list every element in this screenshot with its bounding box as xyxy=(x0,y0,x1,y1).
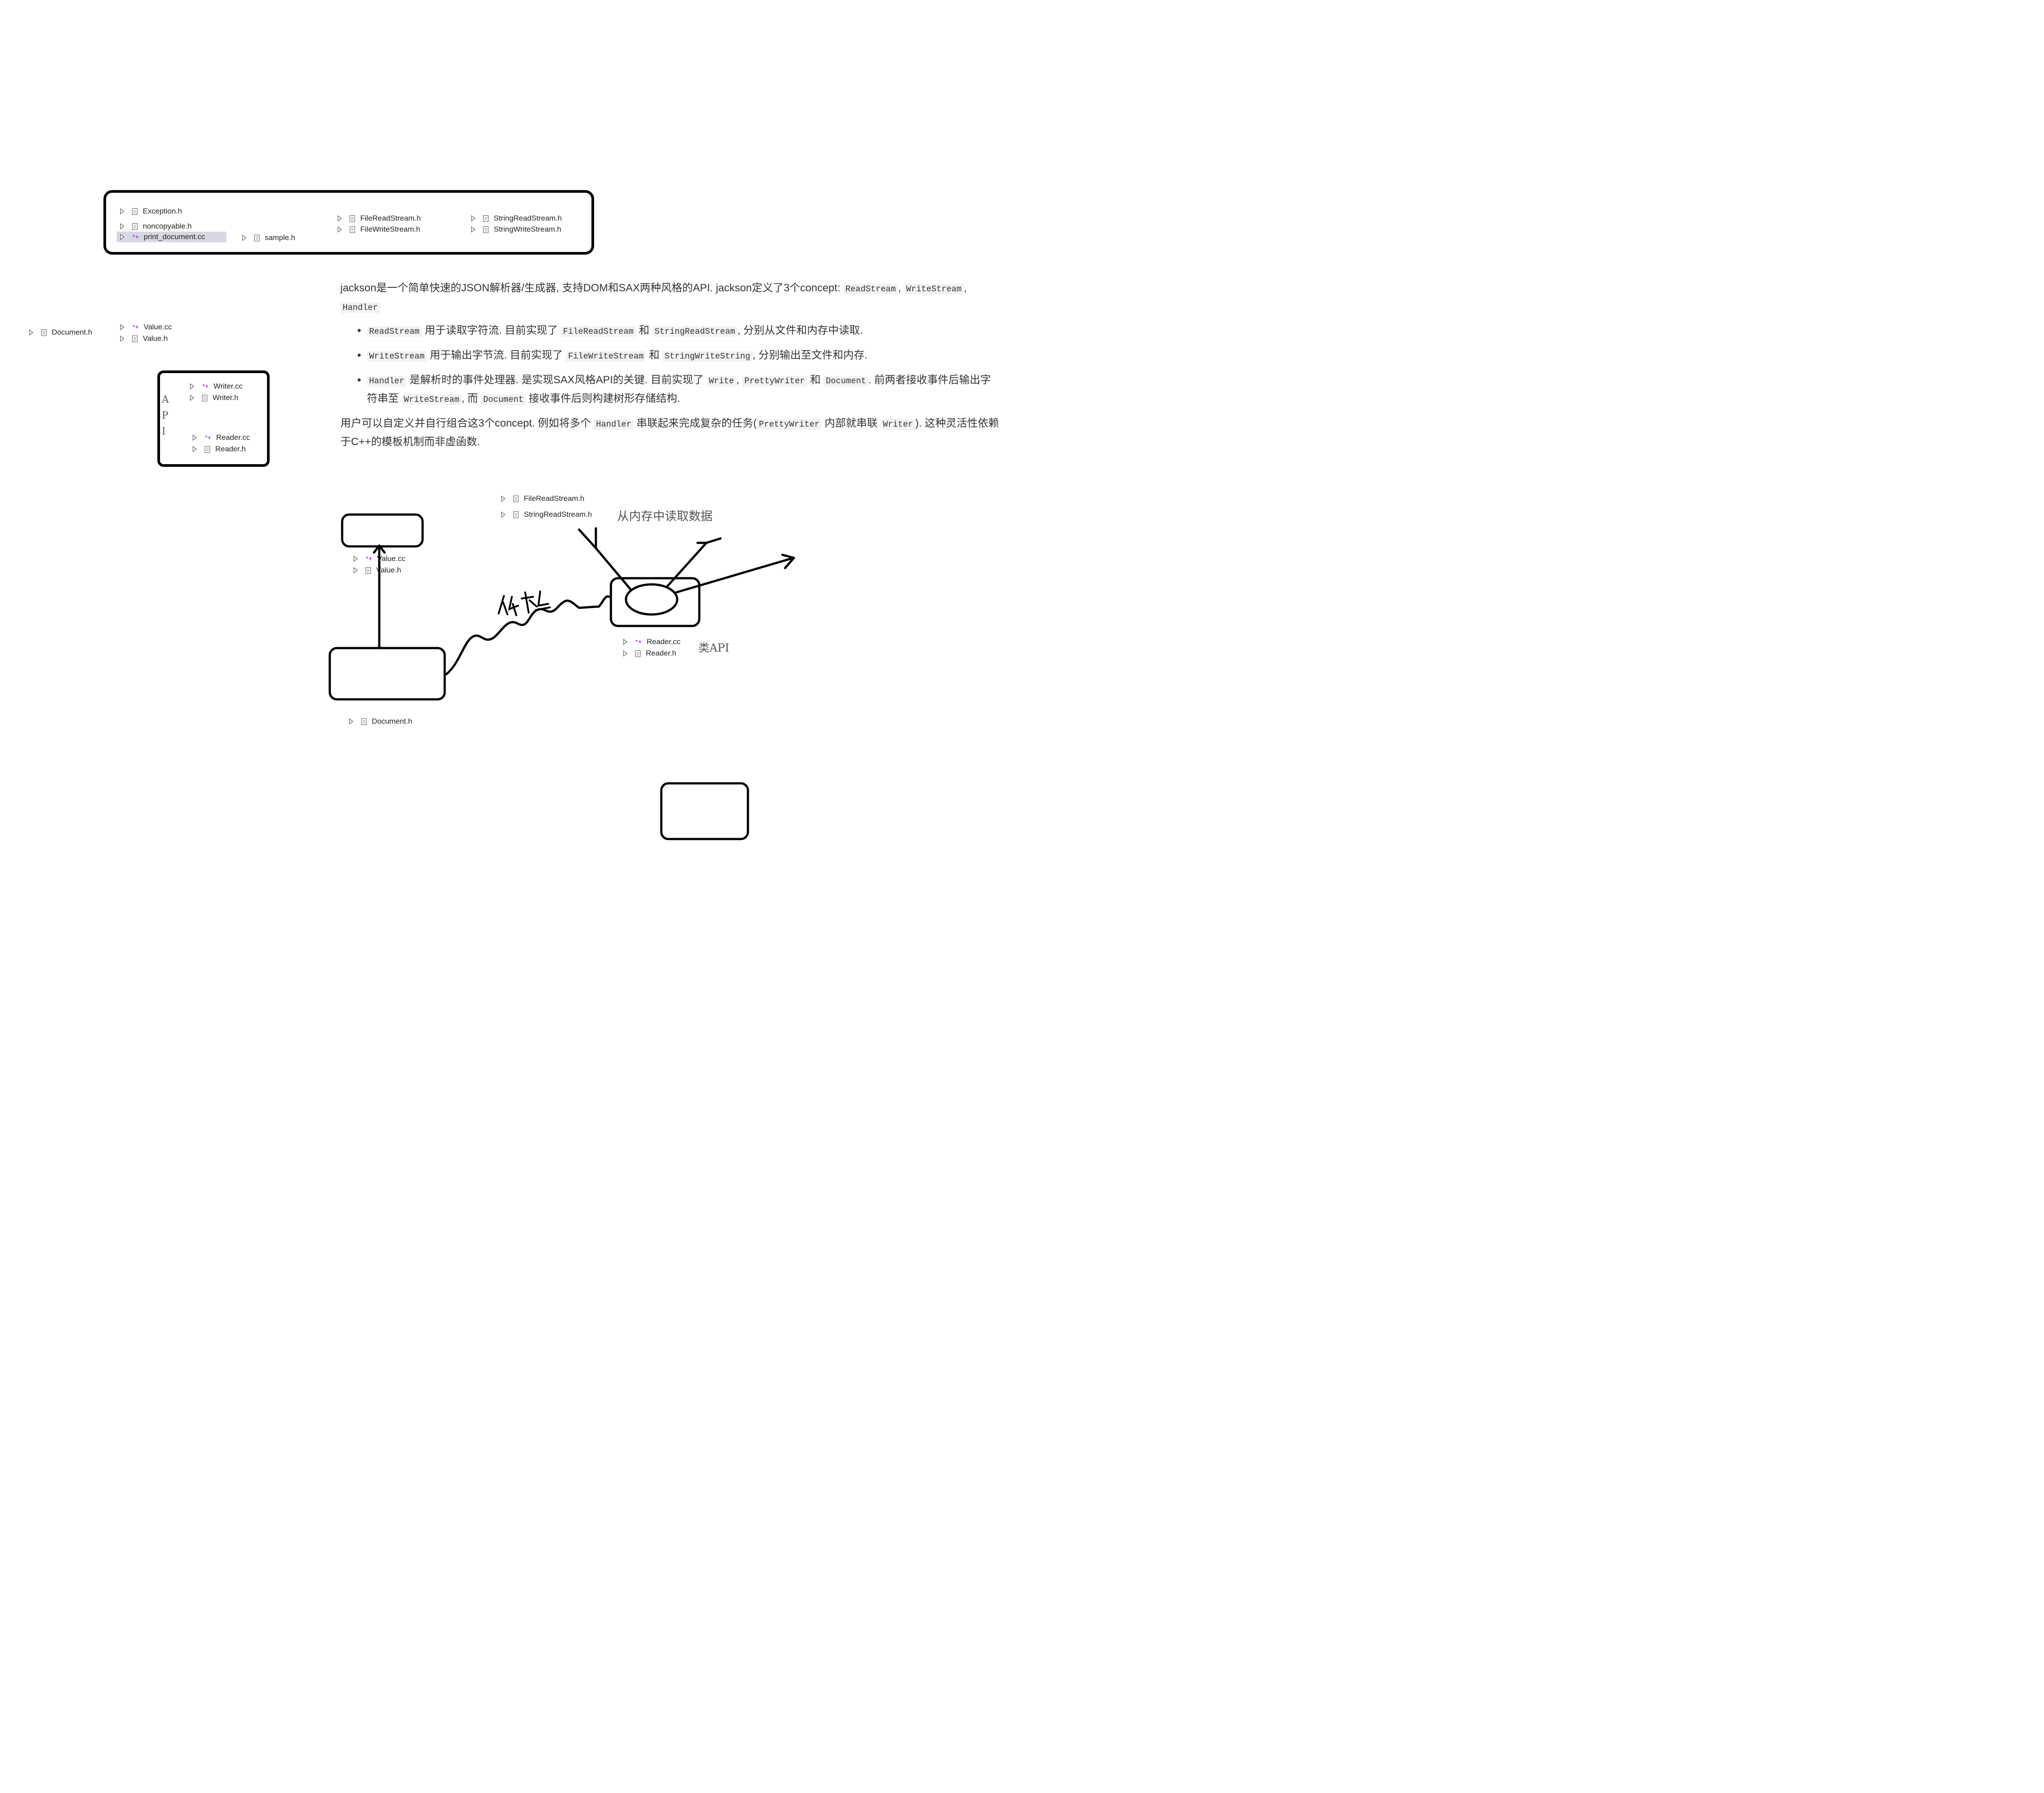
api-label-a: A xyxy=(162,394,169,405)
doc-intro: jackson是一个简单快速的JSON解析器/生成器, 支持DOM和SAX两种风… xyxy=(340,282,967,313)
file-stringreadstream-h[interactable]: StringReadStream.h xyxy=(471,214,562,223)
expand-arrow-icon[interactable] xyxy=(193,446,197,452)
file-value-h[interactable]: Value.h xyxy=(120,334,168,343)
file-icon xyxy=(366,567,371,574)
expand-arrow-icon[interactable] xyxy=(471,215,475,221)
file-icon xyxy=(254,234,259,241)
file-value-cc-diagram[interactable]: ⁺+Value.cc xyxy=(354,554,405,563)
doc-paragraph-2: 用户可以自定义并自行组合这3个concept. 例如将多个 Handler 串联… xyxy=(340,417,999,448)
dependency-handwriting xyxy=(498,591,551,616)
input-line-right xyxy=(665,542,708,588)
input-fork-right xyxy=(696,537,722,544)
cpp-source-icon: ⁺+ xyxy=(132,324,139,330)
file-document-h[interactable]: Document.h xyxy=(29,328,92,337)
class-api-annotation: 类API xyxy=(698,641,729,654)
cpp-source-icon: ⁺+ xyxy=(635,638,642,645)
expand-arrow-icon[interactable] xyxy=(623,639,627,645)
file-icon xyxy=(513,495,519,502)
expand-arrow-icon[interactable] xyxy=(354,567,358,573)
expand-arrow-icon[interactable] xyxy=(120,234,124,240)
expand-arrow-icon[interactable] xyxy=(190,383,194,389)
top-file-panel xyxy=(103,190,594,255)
empty-box xyxy=(660,782,749,840)
file-writer-h[interactable]: Writer.h xyxy=(190,393,238,402)
read-from-memory-annotation: 从内存中读取数据 xyxy=(617,510,713,523)
file-icon xyxy=(350,215,355,222)
file-reader-cc-diagram[interactable]: ⁺+Reader.cc xyxy=(623,637,681,646)
file-filereadstream-h[interactable]: FileReadStream.h xyxy=(338,214,421,223)
reader-box xyxy=(610,577,701,627)
expand-arrow-icon[interactable] xyxy=(120,208,124,214)
file-document-h-diagram[interactable]: Document.h xyxy=(349,717,412,726)
expand-arrow-icon[interactable] xyxy=(190,395,194,401)
api-box xyxy=(157,370,270,467)
file-print-document-cc[interactable]: ⁺+print_document.cc xyxy=(117,232,226,242)
expand-arrow-icon[interactable] xyxy=(471,226,475,233)
cpp-source-icon: ⁺+ xyxy=(205,434,211,441)
expand-arrow-icon[interactable] xyxy=(349,718,353,725)
file-filewritestream-h[interactable]: FileWriteStream.h xyxy=(338,225,420,234)
file-icon xyxy=(41,329,46,336)
file-icon xyxy=(483,226,488,233)
file-writer-cc[interactable]: ⁺+Writer.cc xyxy=(190,382,243,391)
value-box xyxy=(341,513,424,548)
expand-arrow-icon[interactable] xyxy=(623,650,627,656)
doc-concept-list: ReadStream 用于读取字符流. 目前实现了 FileReadStream… xyxy=(340,322,999,408)
file-icon xyxy=(202,394,207,401)
input-fork-left xyxy=(578,527,597,549)
list-item: ReadStream 用于读取字符流. 目前实现了 FileReadStream… xyxy=(367,322,999,340)
expand-arrow-icon[interactable] xyxy=(120,223,124,229)
cpp-source-icon: ⁺+ xyxy=(366,555,372,562)
input-line-left xyxy=(595,547,633,591)
file-icon xyxy=(361,718,366,725)
file-icon xyxy=(205,446,210,453)
arrow-head-value xyxy=(373,544,386,554)
reader-output-arrow xyxy=(675,557,795,594)
file-icon xyxy=(132,208,137,215)
file-stringwritestream-h[interactable]: StringWriteStream.h xyxy=(471,225,561,234)
file-icon xyxy=(635,650,641,657)
expand-arrow-icon[interactable] xyxy=(501,496,505,502)
expand-arrow-icon[interactable] xyxy=(338,215,342,221)
expand-arrow-icon[interactable] xyxy=(120,324,124,330)
dependency-wave xyxy=(445,595,610,675)
arrow-head-output xyxy=(781,553,795,569)
expand-arrow-icon[interactable] xyxy=(120,336,124,342)
api-label-p: P xyxy=(162,410,168,421)
expand-arrow-icon[interactable] xyxy=(501,511,505,518)
file-icon xyxy=(483,215,488,222)
expand-arrow-icon[interactable] xyxy=(338,226,342,233)
file-icon xyxy=(132,335,137,342)
list-item: Handler 是解析时的事件处理器. 是实现SAX风格API的关键. 目前实现… xyxy=(367,371,999,408)
reader-ellipse xyxy=(625,583,679,616)
expand-arrow-icon[interactable] xyxy=(354,556,358,562)
file-icon xyxy=(132,223,137,230)
file-value-cc[interactable]: ⁺+Value.cc xyxy=(120,323,172,332)
expand-arrow-icon[interactable] xyxy=(242,235,246,241)
file-noncopyable-h[interactable]: noncopyable.h xyxy=(120,222,192,231)
file-value-h-diagram[interactable]: Value.h xyxy=(354,566,401,575)
file-reader-h[interactable]: Reader.h xyxy=(193,445,246,454)
file-sample-h[interactable]: sample.h xyxy=(242,233,295,242)
doc-block: jackson是一个简单快速的JSON解析器/生成器, 支持DOM和SAX两种风… xyxy=(340,279,999,451)
file-icon xyxy=(350,226,355,233)
file-filereadstream-h-diagram[interactable]: FileReadStream.h xyxy=(501,494,584,503)
expand-arrow-icon[interactable] xyxy=(29,329,33,336)
file-exception-h[interactable]: Exception.h xyxy=(120,207,182,216)
cpp-source-icon: ⁺+ xyxy=(202,383,209,389)
file-icon xyxy=(513,511,519,518)
list-item: WriteStream 用于输出字节流. 目前实现了 FileWriteStre… xyxy=(367,347,999,365)
cpp-source-icon: ⁺+ xyxy=(132,233,139,240)
document-box xyxy=(328,647,446,701)
file-reader-cc[interactable]: ⁺+Reader.cc xyxy=(193,433,250,442)
api-label-i: I xyxy=(162,426,166,437)
expand-arrow-icon[interactable] xyxy=(193,435,197,441)
file-stringreadstream-h-diagram[interactable]: StringReadStream.h xyxy=(501,510,592,519)
file-reader-h-diagram[interactable]: Reader.h xyxy=(623,649,676,658)
